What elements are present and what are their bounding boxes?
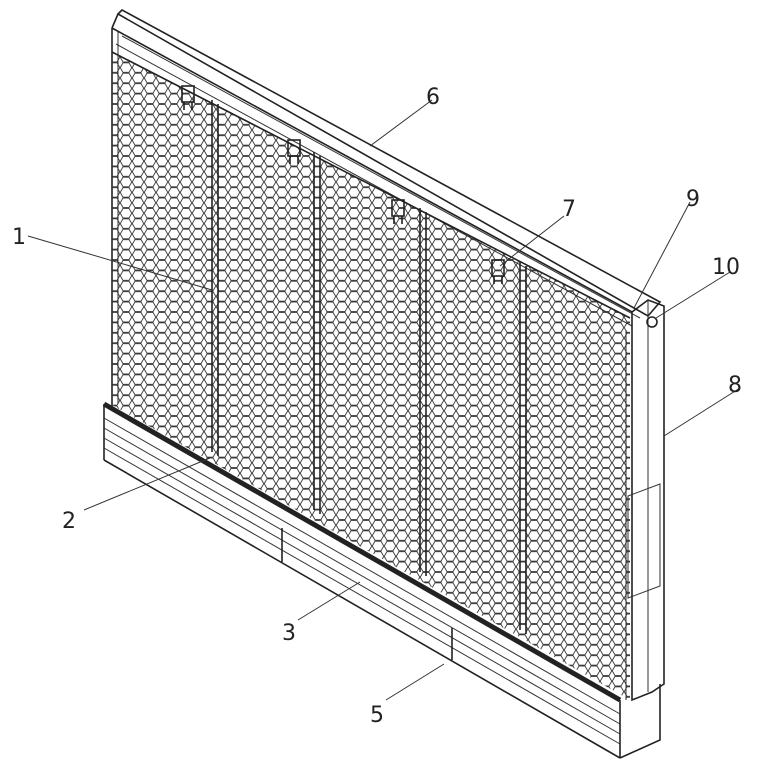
callout-3: 3 — [282, 621, 296, 646]
callout-7: 7 — [562, 197, 576, 222]
callout-9: 9 — [686, 187, 700, 212]
callout-2: 2 — [62, 509, 76, 534]
callout-6: 6 — [426, 85, 440, 110]
bottom-trough — [102, 401, 661, 759]
callout-8: 8 — [728, 373, 742, 398]
callout-labels: 1 2 3 5 6 7 8 9 10 — [12, 85, 742, 728]
callout-10: 10 — [712, 255, 740, 280]
panel-dividers — [111, 51, 631, 634]
frame — [111, 9, 665, 702]
honeycomb-panels — [112, 52, 630, 700]
inlet-port-icon — [646, 316, 658, 328]
callout-5: 5 — [370, 703, 384, 728]
clamps — [181, 85, 505, 284]
callout-1: 1 — [12, 225, 26, 250]
leader-lines — [27, 99, 741, 701]
